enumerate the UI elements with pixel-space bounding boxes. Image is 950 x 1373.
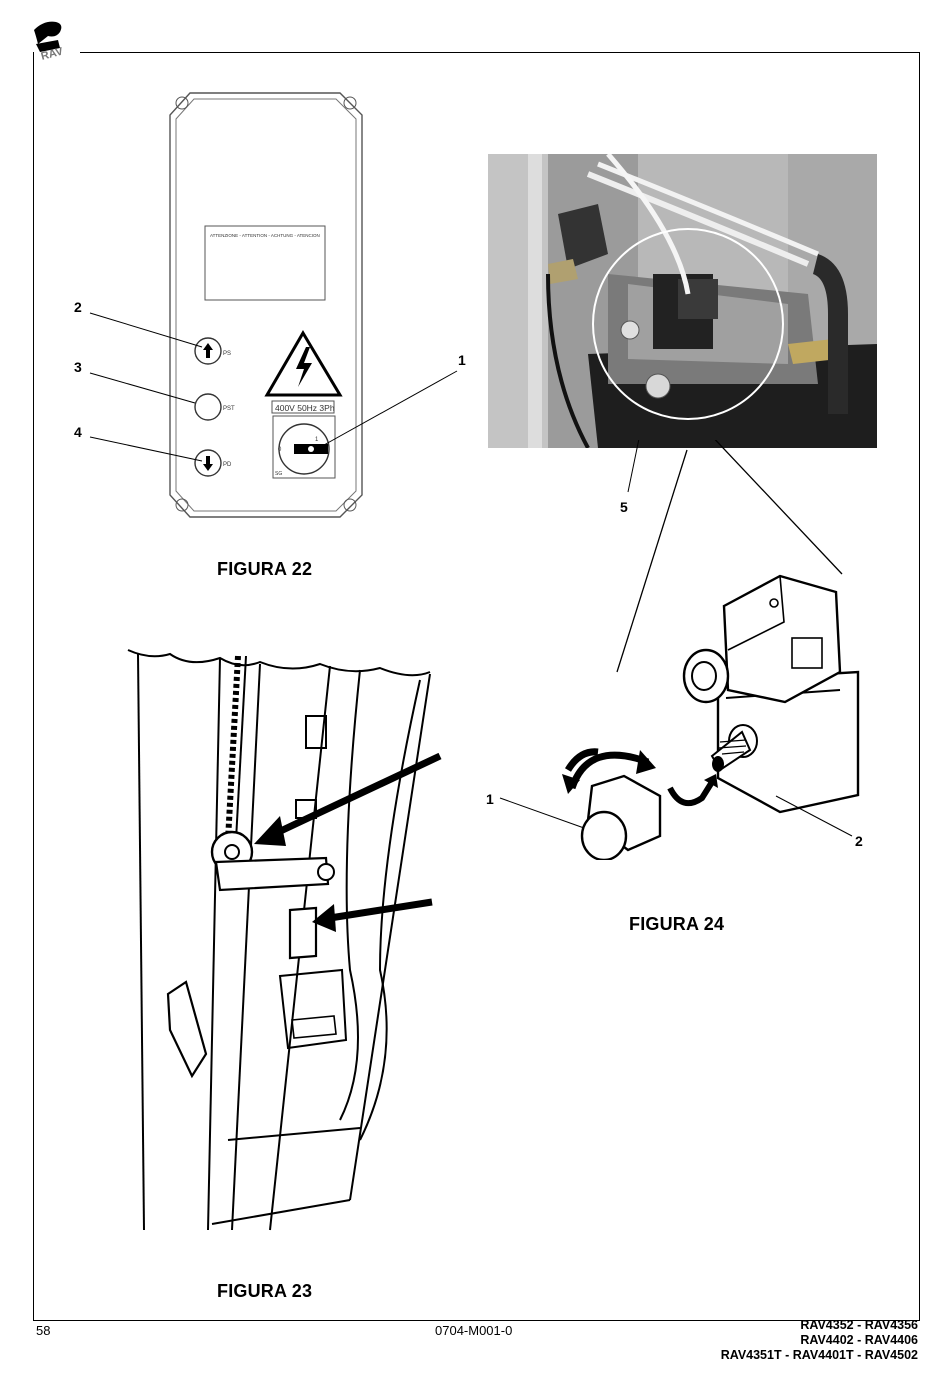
callout-3-fig22: 3 xyxy=(74,359,82,375)
model-line: RAV4402 - RAV4406 xyxy=(721,1333,918,1348)
figure-23 xyxy=(120,640,450,1240)
model-list: RAV4352 - RAV4356 RAV4402 - RAV4406 RAV4… xyxy=(721,1318,918,1363)
arrow-up-icon xyxy=(203,343,213,358)
control-panel-drawing: ATTENZIONE - ATTENTION - ACHTUNG - ATENC… xyxy=(60,85,480,525)
figure-22-caption: FIGURA 22 xyxy=(217,559,312,580)
figure-24-caption: FIGURA 24 xyxy=(629,914,724,935)
callout-4-fig22: 4 xyxy=(74,424,82,440)
callout-line-1 xyxy=(324,371,457,445)
insert-arrow-icon xyxy=(670,782,712,803)
lightning-bolt-icon xyxy=(296,347,312,387)
arrow-to-block-icon xyxy=(330,902,432,918)
callout-line-2 xyxy=(90,313,202,347)
warning-label-text: ATTENZIONE - ATTENTION - ACHTUNG - ATENC… xyxy=(210,233,320,238)
valve-exploded-drawing xyxy=(480,440,900,860)
connector-nut xyxy=(684,650,728,702)
arrow-down-icon xyxy=(203,456,213,471)
main-switch-pivot-icon xyxy=(308,446,314,452)
page-number: 58 xyxy=(36,1323,50,1338)
switch-label-on: 1 xyxy=(315,437,319,443)
button-label-pd: PD xyxy=(223,462,232,468)
switch-label-sg: SG xyxy=(275,471,282,477)
photo-rendering xyxy=(488,154,877,448)
switch-label-off: 0 xyxy=(278,447,282,453)
model-line: RAV4352 - RAV4356 xyxy=(721,1318,918,1333)
figure-23-caption: FIGURA 23 xyxy=(217,1281,312,1302)
column-lock-drawing xyxy=(120,640,450,1240)
zoom-line-left xyxy=(617,450,687,672)
callout-line-4 xyxy=(90,437,202,461)
callout-line-5 xyxy=(628,440,648,492)
arrow-to-pawl-icon xyxy=(270,756,440,836)
screw-icon xyxy=(344,499,356,511)
release-handle xyxy=(168,982,206,1076)
solenoid-valve-photo xyxy=(488,154,877,448)
callout-line-3 xyxy=(90,373,195,403)
document-code: 0704-M001-0 xyxy=(435,1323,512,1338)
figure-24-drawing xyxy=(480,440,900,860)
column-edge xyxy=(138,654,144,1230)
callout-1-fig22: 1 xyxy=(458,352,466,368)
figure-22: ATTENZIONE - ATTENTION - ACHTUNG - ATENC… xyxy=(60,85,480,525)
callout-2-fig24: 2 xyxy=(855,833,863,849)
callout-1-fig24: 1 xyxy=(486,791,494,807)
voltage-label: 400V 50Hz 3Ph xyxy=(275,403,335,413)
callout-line-1-fig24 xyxy=(500,798,584,828)
callout-2-fig22: 2 xyxy=(74,299,82,315)
zoom-line-right xyxy=(708,440,842,574)
screw-icon xyxy=(176,97,188,109)
stop-button xyxy=(195,394,221,420)
button-label-pst: PST xyxy=(223,406,235,412)
page-frame-top-rule xyxy=(80,52,919,53)
callout-5-fig24: 5 xyxy=(620,499,628,515)
release-block xyxy=(290,908,316,958)
model-line: RAV4351T - RAV4401T - RAV4502 xyxy=(721,1348,918,1363)
button-label-ps: PS xyxy=(223,351,231,357)
